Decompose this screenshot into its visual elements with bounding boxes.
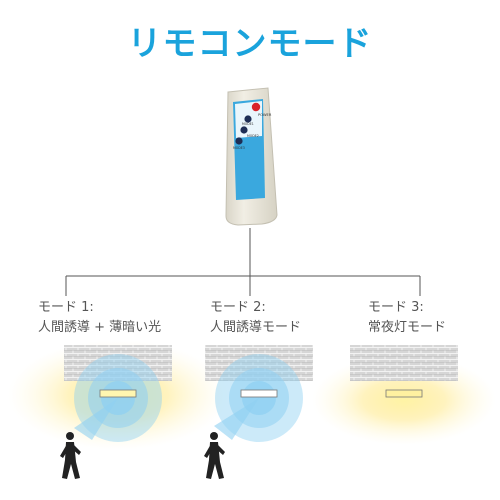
mode1-label-title: モード 1: [38,300,94,315]
mode2-panel [204,345,313,479]
walking-person-icon [204,432,225,479]
mode2-label-title: モード 2: [210,300,266,315]
mode1-button[interactable] [244,115,252,123]
mode1-label: モード 1: 人間誘導 + 薄暗い光 [38,298,161,338]
mode1-label-description: 人間誘導 + 薄暗い光 [38,320,162,335]
mode1-panel [8,340,228,479]
motion-sensor-wave-icon [74,354,162,442]
mode1-button-label: MODE1 [242,122,254,126]
mode2-label-description: 人間誘導モード [210,320,302,335]
walking-person-icon [60,432,81,479]
brick-wall-icon [350,345,458,381]
mode3-label-title: モード 3: [368,300,424,315]
light-fixture [99,389,137,398]
mode3-label-description: 常夜灯モード [368,320,447,335]
motion-sensor-wave-icon [214,354,303,442]
page-title: リモコンモード [127,24,373,64]
mode3-button[interactable] [235,137,243,145]
power-button-label: POWER [258,113,272,117]
mode3-button-label: MODE3 [233,146,245,150]
mode2-button-label: MODE2 [247,134,259,138]
remote-control-icon: POWER MODE1 MODE2 MODE3 [225,87,278,226]
mode2-button[interactable] [240,126,248,134]
light-fixture [385,389,423,398]
mode3-label: モード 3: 常夜灯モード [368,298,446,338]
mode2-label: モード 2: 人間誘導モード [210,298,301,338]
light-fixture [240,389,278,398]
connector-lines [65,228,421,296]
power-button[interactable] [251,102,261,112]
mode3-panel [312,345,496,445]
